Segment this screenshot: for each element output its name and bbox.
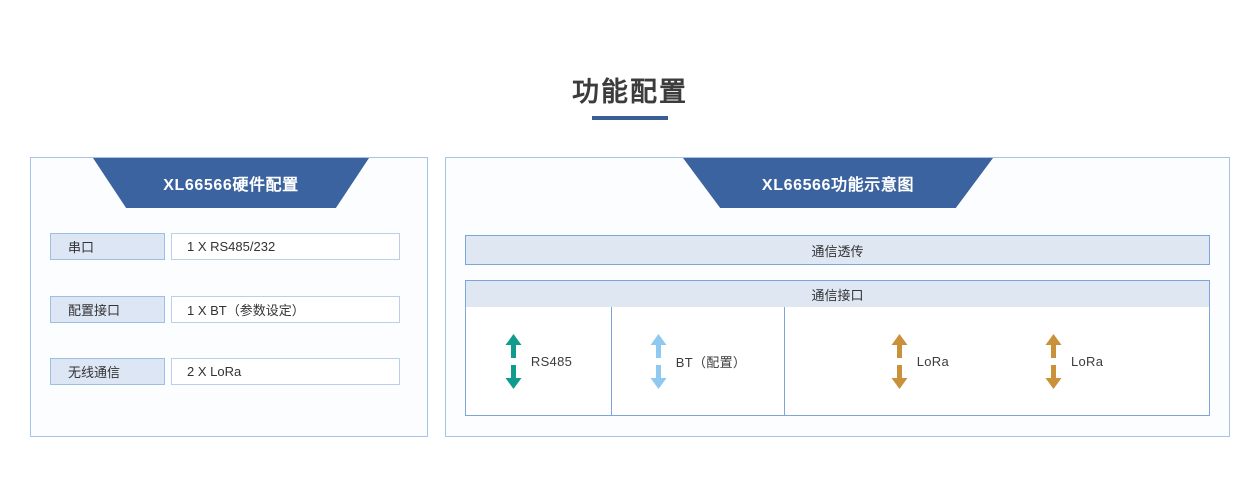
spec-value: 1 X BT（参数设定） bbox=[171, 296, 400, 323]
spec-label: 串口 bbox=[50, 233, 165, 260]
interface-cells-row: RS485 BT（配置） LoRa bbox=[465, 307, 1210, 416]
port-label: LoRa bbox=[916, 353, 949, 369]
band-transparent-transmission: 通信透传 bbox=[465, 235, 1210, 265]
hardware-config-panel: XL66566硬件配置 串口 1 X RS485/232 配置接口 1 X BT… bbox=[30, 157, 428, 437]
title-underline-divider bbox=[592, 116, 668, 120]
port-label: LoRa bbox=[1071, 353, 1104, 369]
port-bt: BT（配置） bbox=[650, 333, 747, 389]
double-arrow-vertical-icon bbox=[650, 333, 667, 389]
interface-cell-bt: BT（配置） bbox=[612, 307, 785, 415]
port-rs485: RS485 bbox=[505, 333, 573, 389]
interface-cell-rs485: RS485 bbox=[466, 307, 612, 415]
spec-value: 1 X RS485/232 bbox=[171, 233, 400, 260]
spec-label: 配置接口 bbox=[50, 296, 165, 323]
function-diagram-panel-header: XL66566功能示意图 bbox=[683, 158, 993, 208]
port-label: BT（配置） bbox=[675, 354, 747, 370]
double-arrow-vertical-icon bbox=[1045, 333, 1062, 389]
spec-row: 串口 1 X RS485/232 bbox=[50, 233, 400, 260]
port-label: RS485 bbox=[530, 353, 573, 369]
spec-row: 配置接口 1 X BT（参数设定） bbox=[50, 296, 400, 323]
function-diagram-panel: XL66566功能示意图 通信透传 通信接口 RS485 BT（配置） bbox=[445, 157, 1230, 437]
double-arrow-vertical-icon bbox=[505, 333, 522, 389]
port-lora-1: LoRa bbox=[891, 333, 949, 389]
double-arrow-vertical-icon bbox=[891, 333, 908, 389]
page-title: 功能配置 bbox=[572, 77, 688, 107]
spec-row: 无线通信 2 X LoRa bbox=[50, 358, 400, 385]
hardware-config-panel-header: XL66566硬件配置 bbox=[93, 158, 369, 208]
port-lora-2: LoRa bbox=[1045, 333, 1104, 389]
interface-cell-lora: LoRa LoRa bbox=[785, 307, 1209, 415]
band-communication-interface: 通信接口 bbox=[465, 280, 1210, 308]
spec-value: 2 X LoRa bbox=[171, 358, 400, 385]
spec-label: 无线通信 bbox=[50, 358, 165, 385]
